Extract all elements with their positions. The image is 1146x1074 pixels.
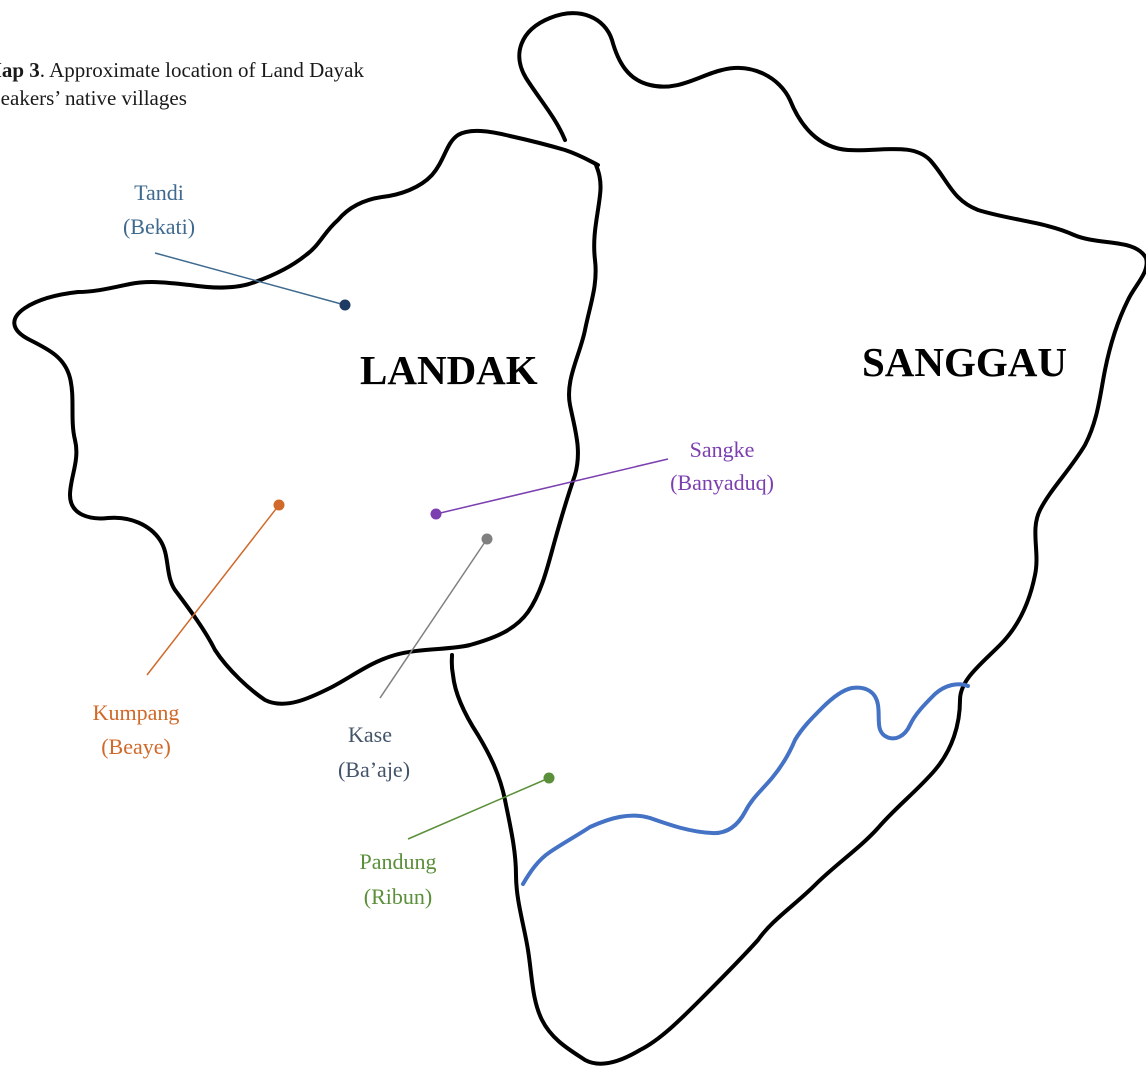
tandi-leader-line	[154, 252, 346, 306]
caption-text-line2: speakers’ native villages	[0, 86, 187, 110]
kase-name: Kase	[348, 722, 392, 747]
landak-label: LANDAK	[360, 347, 538, 393]
kase-marker	[481, 533, 493, 545]
pandung-marker	[543, 772, 555, 784]
pandung-language: (Ribun)	[364, 884, 432, 909]
river	[521, 682, 970, 886]
kumpang-leader-line	[146, 504, 280, 676]
sangke-marker	[430, 508, 442, 520]
tandi-language: (Bekati)	[123, 214, 195, 239]
landak-boundary	[12, 128, 603, 706]
tandi-marker	[339, 299, 351, 311]
kumpang-marker	[273, 499, 285, 511]
sanggau-boundary	[449, 11, 1146, 1066]
sangke-leader-line	[435, 458, 669, 515]
sangke-language: (Banyaduq)	[670, 470, 774, 495]
village-kumpang: Kumpang (Beaye)	[93, 499, 285, 759]
caption-text: . Approximate location of Land Dayak	[39, 58, 364, 82]
kumpang-name: Kumpang	[93, 700, 180, 725]
village-pandung: Pandung (Ribun)	[360, 772, 555, 909]
pandung-leader-line	[407, 777, 550, 840]
village-tandi: Tandi (Bekati)	[123, 180, 351, 311]
kase-leader-line	[379, 538, 488, 699]
kumpang-language: (Beaye)	[101, 734, 171, 759]
map-caption: Map 3. Approximate location of Land Daya…	[0, 56, 364, 112]
sangke-name: Sangke	[690, 437, 755, 462]
tandi-name: Tandi	[134, 180, 184, 205]
caption-label: Map 3	[0, 58, 40, 82]
village-kase: Kase (Ba’aje)	[338, 533, 493, 782]
kase-language: (Ba’aje)	[338, 757, 410, 782]
sanggau-label: SANGGAU	[862, 339, 1067, 385]
village-sangke: Sangke (Banyaduq)	[430, 437, 774, 520]
pandung-name: Pandung	[360, 849, 437, 874]
